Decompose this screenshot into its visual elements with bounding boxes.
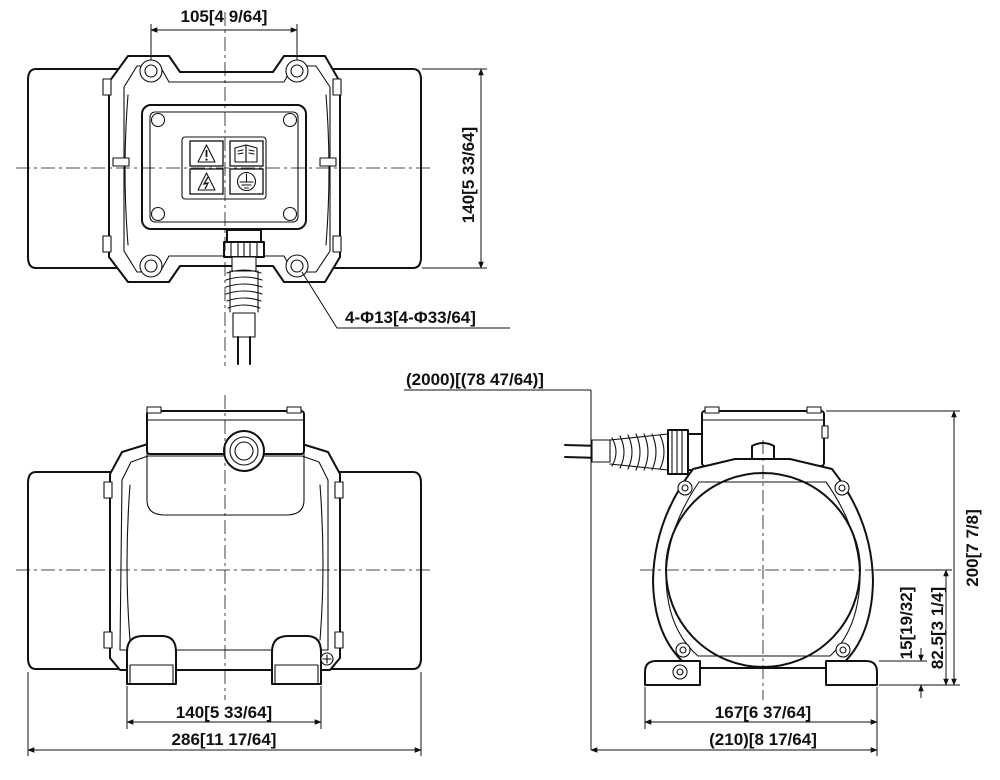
dim-top-hole-spacing: 105[4 9/64]	[181, 7, 268, 26]
side-view	[564, 406, 890, 700]
front-feet	[126, 635, 322, 685]
ground-icon	[229, 168, 264, 195]
electric-shock-icon	[189, 168, 224, 195]
front-top-bolts	[146, 406, 302, 414]
dim-side-foot-span: 167[6 37/64]	[715, 703, 811, 722]
dim-side-center-height: 82.5[3 1/4]	[928, 587, 947, 669]
top-side-bolts	[102, 78, 342, 253]
front-side-bolts	[103, 481, 344, 649]
side-cable	[564, 429, 705, 475]
side-top-bolts	[704, 406, 829, 439]
dim-top-height: 140[5 33/64]	[459, 127, 478, 223]
side-feet	[644, 660, 878, 686]
dim-side-total-width: (210)[8 17/64]	[709, 730, 817, 749]
front-view	[16, 395, 433, 700]
terminal-box-cover	[141, 104, 307, 230]
top-view	[16, 12, 433, 366]
dim-cable-length: (2000)[(78 47/64)]	[406, 370, 544, 389]
dim-front-total-width: 286[11 17/64]	[172, 730, 277, 749]
front-cable-gland	[223, 430, 265, 472]
warning-icon	[189, 140, 224, 167]
dim-side-foot-height: 15[19/32]	[897, 587, 916, 660]
manual-book-icon	[229, 140, 264, 167]
dim-side-height: 200[7 7/8]	[963, 509, 982, 587]
dimension-labels: 105[4 9/64] 140[5 33/64] 4-Φ13[4-Φ33/64]…	[172, 7, 982, 749]
dim-mounting-holes: 4-Φ13[4-Φ33/64]	[345, 308, 476, 327]
dim-front-foot-span: 140[5 33/64]	[176, 703, 272, 722]
top-cable-gland	[223, 229, 265, 365]
terminal-box-screws	[150, 112, 298, 222]
front-ground-screw	[320, 652, 334, 666]
dimension-lines	[27, 24, 960, 756]
